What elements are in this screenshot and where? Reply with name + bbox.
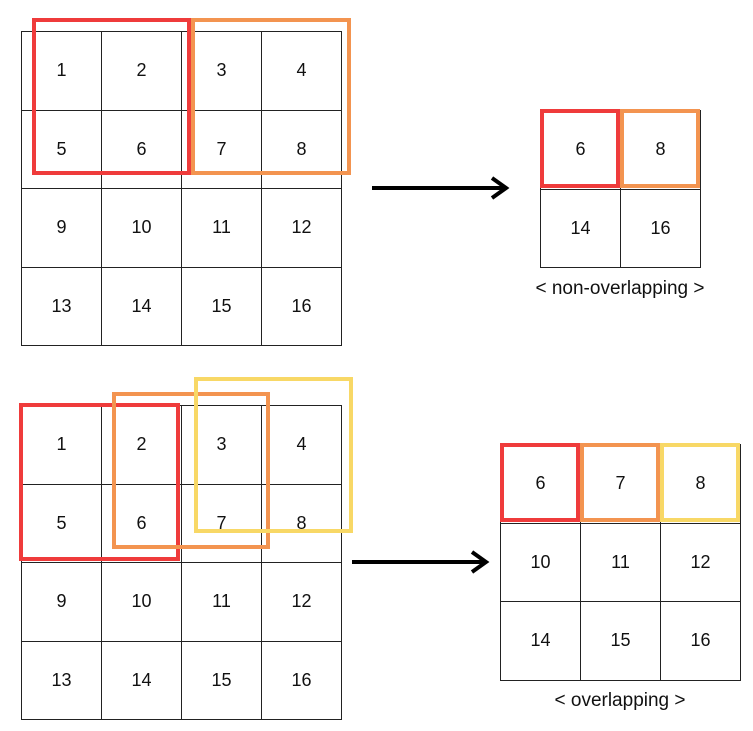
top-input-cell: 15 (181, 266, 262, 346)
top-output-cell: 6 (540, 110, 621, 190)
bottom-output-cell: 8 (660, 444, 741, 524)
top-input-cell: 14 (101, 266, 182, 346)
bottom-input-cell: 6 (101, 483, 182, 563)
bottom-input-cell: 15 (181, 640, 262, 720)
bottom-input-cell: 10 (101, 562, 182, 642)
bottom-input-cell: 5 (21, 483, 102, 563)
bottom-input-cell: 1 (21, 405, 102, 485)
top-input-cell: 8 (261, 109, 342, 189)
bottom-input-cell: 2 (101, 405, 182, 485)
bottom-arrow-icon (352, 550, 490, 574)
bottom-output-cell: 12 (660, 522, 741, 602)
top-caption: < non-overlapping > (535, 278, 705, 299)
top-input-cell: 4 (261, 31, 342, 111)
top-output-cell: 16 (620, 188, 701, 268)
bottom-input-cell: 12 (261, 562, 342, 642)
bottom-output-cell: 14 (500, 601, 581, 681)
bottom-caption: < overlapping > (554, 690, 686, 711)
bottom-output-cell: 10 (500, 522, 581, 602)
top-input-cell: 10 (101, 188, 182, 268)
top-input-cell: 13 (21, 266, 102, 346)
top-arrow-icon (372, 176, 510, 200)
bottom-input-cell: 7 (181, 483, 262, 563)
bottom-input-cell: 14 (101, 640, 182, 720)
bottom-output-cell: 11 (580, 522, 661, 602)
top-input-cell: 16 (261, 266, 342, 346)
top-input-cell: 6 (101, 109, 182, 189)
bottom-output-cell: 7 (580, 444, 661, 524)
bottom-input-cell: 4 (261, 405, 342, 485)
top-input-cell: 3 (181, 31, 262, 111)
bottom-output-cell: 15 (580, 601, 661, 681)
top-input-cell: 7 (181, 109, 262, 189)
top-input-cell: 5 (21, 109, 102, 189)
bottom-input-cell: 8 (261, 483, 342, 563)
top-input-cell: 11 (181, 188, 262, 268)
top-output-cell: 14 (540, 188, 621, 268)
top-input-cell: 1 (21, 31, 102, 111)
bottom-input-cell: 3 (181, 405, 262, 485)
top-input-cell: 9 (21, 188, 102, 268)
top-input-cell: 12 (261, 188, 342, 268)
bottom-input-cell: 13 (21, 640, 102, 720)
top-input-cell: 2 (101, 31, 182, 111)
bottom-output-cell: 6 (500, 444, 581, 524)
bottom-input-cell: 9 (21, 562, 102, 642)
bottom-input-cell: 16 (261, 640, 342, 720)
bottom-input-cell: 11 (181, 562, 262, 642)
bottom-output-cell: 16 (660, 601, 741, 681)
top-output-cell: 8 (620, 110, 701, 190)
